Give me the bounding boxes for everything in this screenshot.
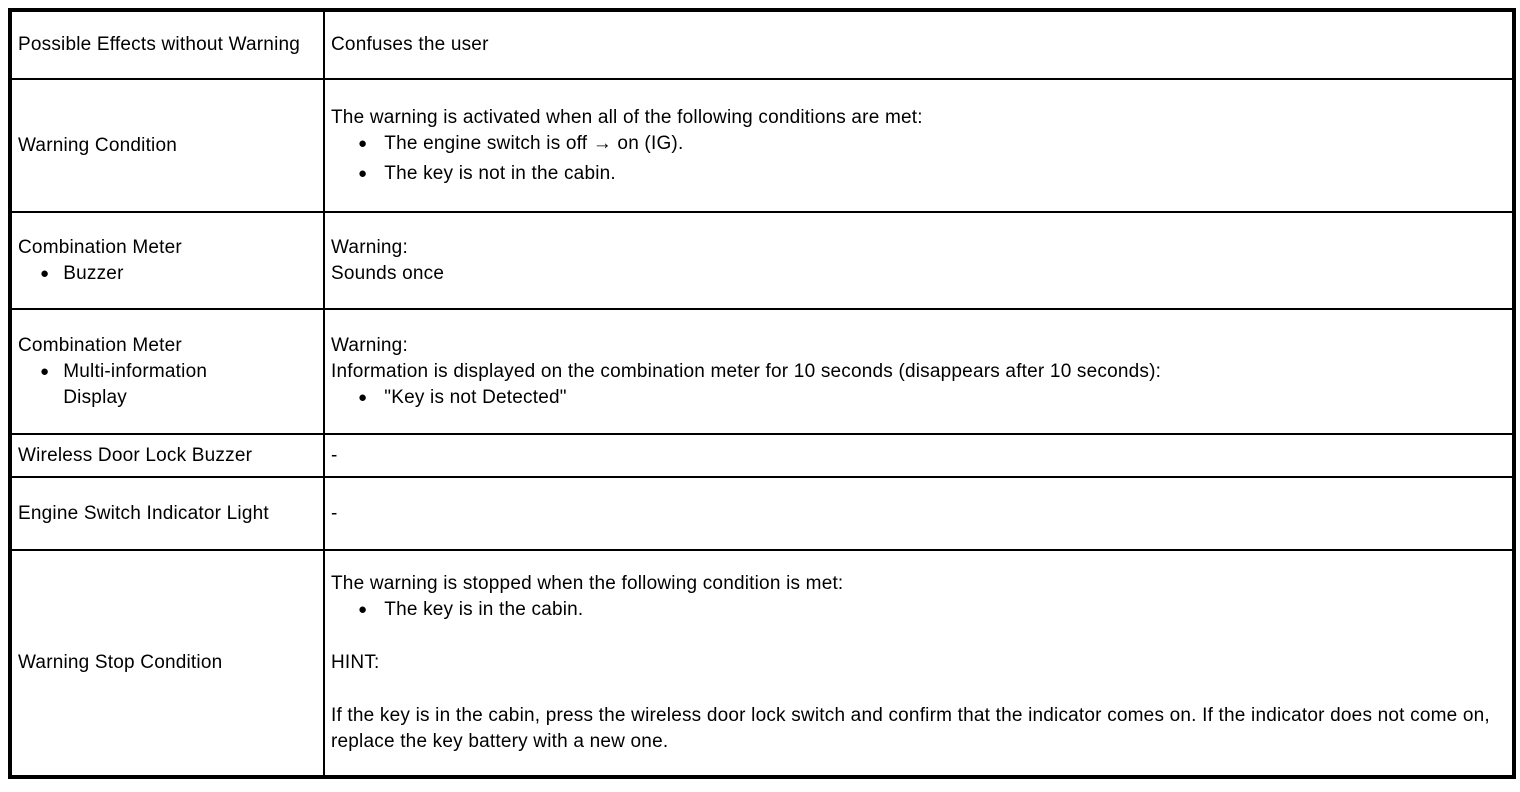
- row-value: -: [331, 502, 338, 524]
- list-item: ● Buzzer: [18, 261, 313, 287]
- row-label: Engine Switch Indicator Light: [18, 502, 269, 524]
- row-label: Combination Meter: [18, 236, 182, 258]
- warning-info-table: Possible Effects without Warning Confuse…: [8, 8, 1516, 779]
- warning-detail: Information is displayed on the combinat…: [331, 360, 1162, 382]
- list-item: ● The engine switch is off → on (IG).: [331, 131, 1502, 157]
- list-item: ● Multi-information Display: [18, 359, 313, 411]
- table-row-wireless-door-lock-buzzer: Wireless Door Lock Buzzer -: [9, 433, 1515, 478]
- label-sublist: ● Multi-information Display: [18, 359, 313, 411]
- list-item-text: Multi-information Display: [63, 360, 208, 408]
- table-row-combination-meter-buzzer: Combination Meter ● Buzzer Warning: Soun…: [9, 211, 1515, 310]
- label-sublist: ● Buzzer: [18, 261, 313, 287]
- table-row-warning-stop-condition: Warning Stop Condition The warning is st…: [9, 549, 1515, 778]
- list-item-text: The engine switch is off → on (IG).: [384, 132, 684, 154]
- message-list: ● "Key is not Detected": [331, 385, 1502, 411]
- table-row-engine-switch-indicator: Engine Switch Indicator Light -: [9, 476, 1515, 551]
- warning-heading: Warning:: [331, 334, 408, 356]
- list-item-text: Buzzer: [63, 262, 124, 284]
- list-item: ● "Key is not Detected": [331, 385, 1502, 411]
- table-row-possible-effects: Possible Effects without Warning Confuse…: [9, 9, 1515, 80]
- list-item-text: "Key is not Detected": [384, 386, 567, 408]
- intro-text: The warning is activated when all of the…: [331, 106, 923, 128]
- list-item-text: The key is not in the cabin.: [384, 162, 616, 184]
- warning-detail: Sounds once: [331, 262, 445, 284]
- row-label: Warning Condition: [18, 134, 177, 156]
- list-item: ● The key is not in the cabin.: [331, 161, 1502, 187]
- condition-list: ● The key is in the cabin.: [331, 597, 1502, 623]
- row-label: Possible Effects without Warning: [18, 34, 301, 55]
- warning-heading: Warning:: [331, 236, 408, 258]
- hint-text: If the key is in the cabin, press the wi…: [331, 705, 1490, 752]
- bullet-icon: ●: [358, 388, 368, 406]
- table-row-combination-meter-display: Combination Meter ● Multi-information Di…: [9, 308, 1515, 435]
- row-value: -: [331, 444, 338, 466]
- row-label: Combination Meter: [18, 334, 182, 356]
- row-label: Warning Stop Condition: [18, 652, 223, 673]
- bullet-icon: ●: [358, 134, 368, 152]
- condition-list: ● The engine switch is off → on (IG). ● …: [331, 131, 1502, 187]
- list-item-text: The key is in the cabin.: [384, 599, 584, 620]
- list-item: ● The key is in the cabin.: [331, 597, 1502, 623]
- table-row-warning-condition: Warning Condition The warning is activat…: [9, 78, 1515, 213]
- row-value: Confuses the user: [331, 34, 489, 55]
- bullet-icon: ●: [40, 362, 50, 380]
- bullet-icon: ●: [40, 264, 50, 282]
- intro-text: The warning is stopped when the followin…: [331, 573, 844, 594]
- bullet-icon: ●: [358, 601, 368, 618]
- row-label: Wireless Door Lock Buzzer: [18, 444, 253, 466]
- bullet-icon: ●: [358, 164, 368, 182]
- hint-label: HINT:: [331, 652, 380, 673]
